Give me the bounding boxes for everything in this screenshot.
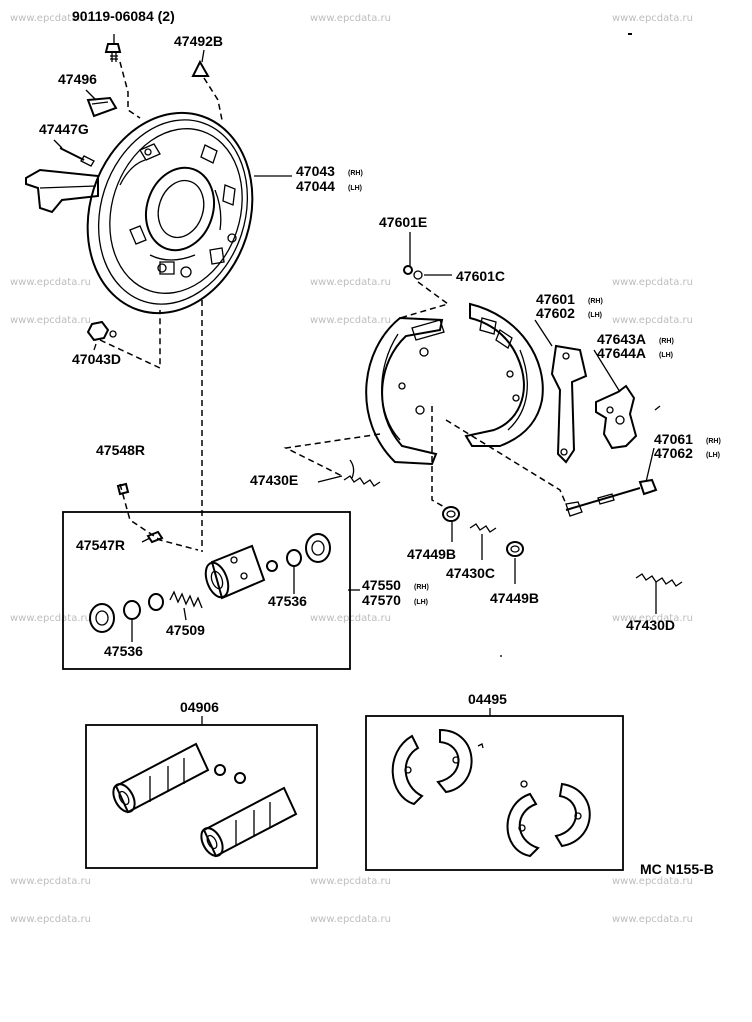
- brake-shoes-drawing: [343, 265, 683, 657]
- watermark: www.epcdata.ru: [612, 914, 693, 925]
- watermark: www.epcdata.ru: [612, 315, 693, 326]
- label-47536-right: 47536: [268, 593, 307, 609]
- label-47430c: 47430C: [446, 565, 495, 581]
- label-47644a: 47644A: [597, 345, 646, 361]
- kit-04906-drawing: [112, 742, 298, 858]
- kit-04495-box: [365, 715, 624, 871]
- watermark: www.epcdata.ru: [310, 914, 391, 925]
- watermark: www.epcdata.ru: [612, 277, 693, 288]
- label-47509: 47509: [166, 622, 205, 638]
- label-47602: 47602: [536, 305, 575, 321]
- leader-lines-plate: [53, 34, 292, 370]
- label-47061: 47061: [654, 431, 693, 447]
- watermark: www.epcdata.ru: [10, 277, 91, 288]
- label-47601-side: (RH): [588, 298, 603, 305]
- label-47547r: 47547R: [76, 537, 125, 553]
- label-47449b-left: 47449B: [407, 546, 456, 562]
- label-47043-side: (RH): [348, 170, 363, 177]
- label-47570-side: (LH): [414, 599, 428, 606]
- watermark: www.epcdata.ru: [310, 876, 391, 887]
- label-47043: 47043: [296, 163, 335, 179]
- watermark: www.epcdata.ru: [10, 876, 91, 887]
- watermark: www.epcdata.ru: [10, 914, 91, 925]
- label-47044-side: (LH): [348, 185, 362, 192]
- label-47430e: 47430E: [250, 472, 298, 488]
- watermark: www.epcdata.ru: [310, 13, 391, 24]
- label-47602-side: (LH): [588, 312, 602, 319]
- watermark: www.epcdata.ru: [10, 315, 91, 326]
- label-47601: 47601: [536, 291, 575, 307]
- part-labels: 90119-06084 (2) 47492B 47496 47447G 4704…: [39, 8, 721, 877]
- watermark: www.epcdata.ru: [310, 315, 391, 326]
- label-47644a-side: (LH): [659, 352, 673, 359]
- watermark: www.epcdata.ru: [310, 277, 391, 288]
- label-47061-side: (RH): [706, 438, 721, 445]
- label-47043d: 47043D: [72, 351, 121, 367]
- label-47062-side: (LH): [706, 452, 720, 459]
- label-47643a-side: (RH): [659, 338, 674, 345]
- watermark: www.epcdata.ru: [612, 613, 693, 624]
- label-47449b-right: 47449B: [490, 590, 539, 606]
- watermark: www.epcdata.ru: [612, 13, 693, 24]
- label-47550: 47550: [362, 577, 401, 593]
- label-47550-side: (RH): [414, 584, 429, 591]
- wheel-cylinder-drawing: [89, 300, 360, 642]
- leader-lines-shoes: [283, 232, 657, 614]
- diagram-code: MC N155-B: [640, 861, 714, 877]
- label-47062: 47062: [654, 445, 693, 461]
- label-47044: 47044: [296, 178, 335, 194]
- label-47430d: 47430D: [626, 617, 675, 633]
- watermark: www.epcdata.ru: [10, 13, 91, 24]
- label-47601e: 47601E: [379, 214, 427, 230]
- label-47536-left: 47536: [104, 643, 143, 659]
- label-47570: 47570: [362, 592, 401, 608]
- label-47548r: 47548R: [96, 442, 145, 458]
- watermark: www.epcdata.ru: [10, 613, 91, 624]
- label-47601c: 47601C: [456, 268, 505, 284]
- label-47643a: 47643A: [597, 331, 646, 347]
- label-47447g: 47447G: [39, 121, 89, 137]
- label-04906: 04906: [180, 699, 219, 715]
- backing-plate-drawing: [25, 43, 254, 342]
- label-47492b: 47492B: [174, 33, 223, 49]
- label-47496: 47496: [58, 71, 97, 87]
- label-90119-06084: 90119-06084 (2): [72, 8, 175, 24]
- label-04495: 04495: [468, 691, 507, 707]
- watermark: www.epcdata.ru: [612, 876, 693, 887]
- watermark-layer: www.epcdata.ru www.epcdata.ru www.epcdat…: [10, 13, 693, 925]
- kit-04495-drawing: [391, 728, 591, 858]
